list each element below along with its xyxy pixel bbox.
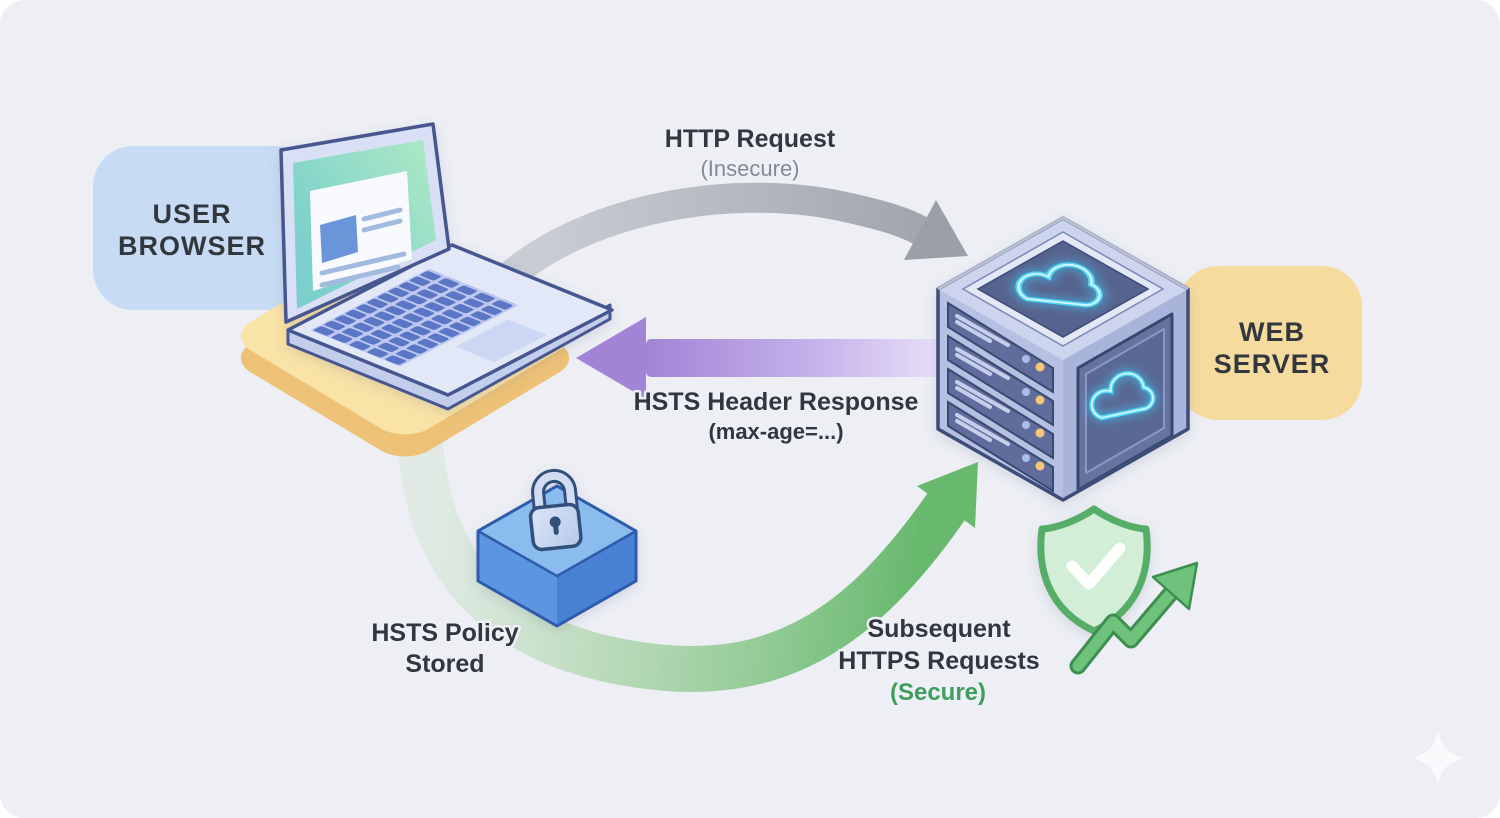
trend-up-arrow-icon: [1069, 561, 1199, 675]
padlock-icon: [528, 469, 583, 552]
server-led-lights: [1022, 355, 1045, 471]
https-request-arrow: [397, 422, 978, 692]
server-icon: [936, 216, 1190, 502]
laptop-icon: [279, 122, 614, 411]
sparkle-icon: [1413, 731, 1463, 785]
user-browser-label-line2: BROWSER: [118, 231, 266, 261]
web-server-box: [1178, 266, 1362, 420]
user-browser-box: [93, 146, 315, 310]
https-requests-label-line1: Subsequent: [867, 615, 1011, 643]
https-requests-sublabel: (Secure): [890, 679, 986, 706]
shield-check-icon: [1037, 505, 1151, 635]
http-request-sublabel: (Insecure): [700, 156, 799, 181]
http-request-arrow: [490, 182, 968, 295]
hsts-response-label: HSTS Header Response: [634, 388, 919, 416]
policy-cube: [476, 469, 638, 628]
web-server-label-line1: WEB: [1239, 317, 1305, 347]
https-requests-label-line2: HTTPS Requests: [838, 647, 1039, 675]
http-request-label: HTTP Request: [665, 125, 836, 153]
web-server-label-line2: SERVER: [1214, 349, 1331, 379]
hsts-policy-label-line2: Stored: [405, 650, 484, 678]
hsts-policy-label-line1: HSTS Policy: [371, 619, 518, 647]
user-browser-label-line1: USER: [152, 199, 231, 229]
hsts-response-sublabel: (max-age=...): [708, 419, 843, 444]
hsts-response-arrow: [576, 317, 952, 399]
